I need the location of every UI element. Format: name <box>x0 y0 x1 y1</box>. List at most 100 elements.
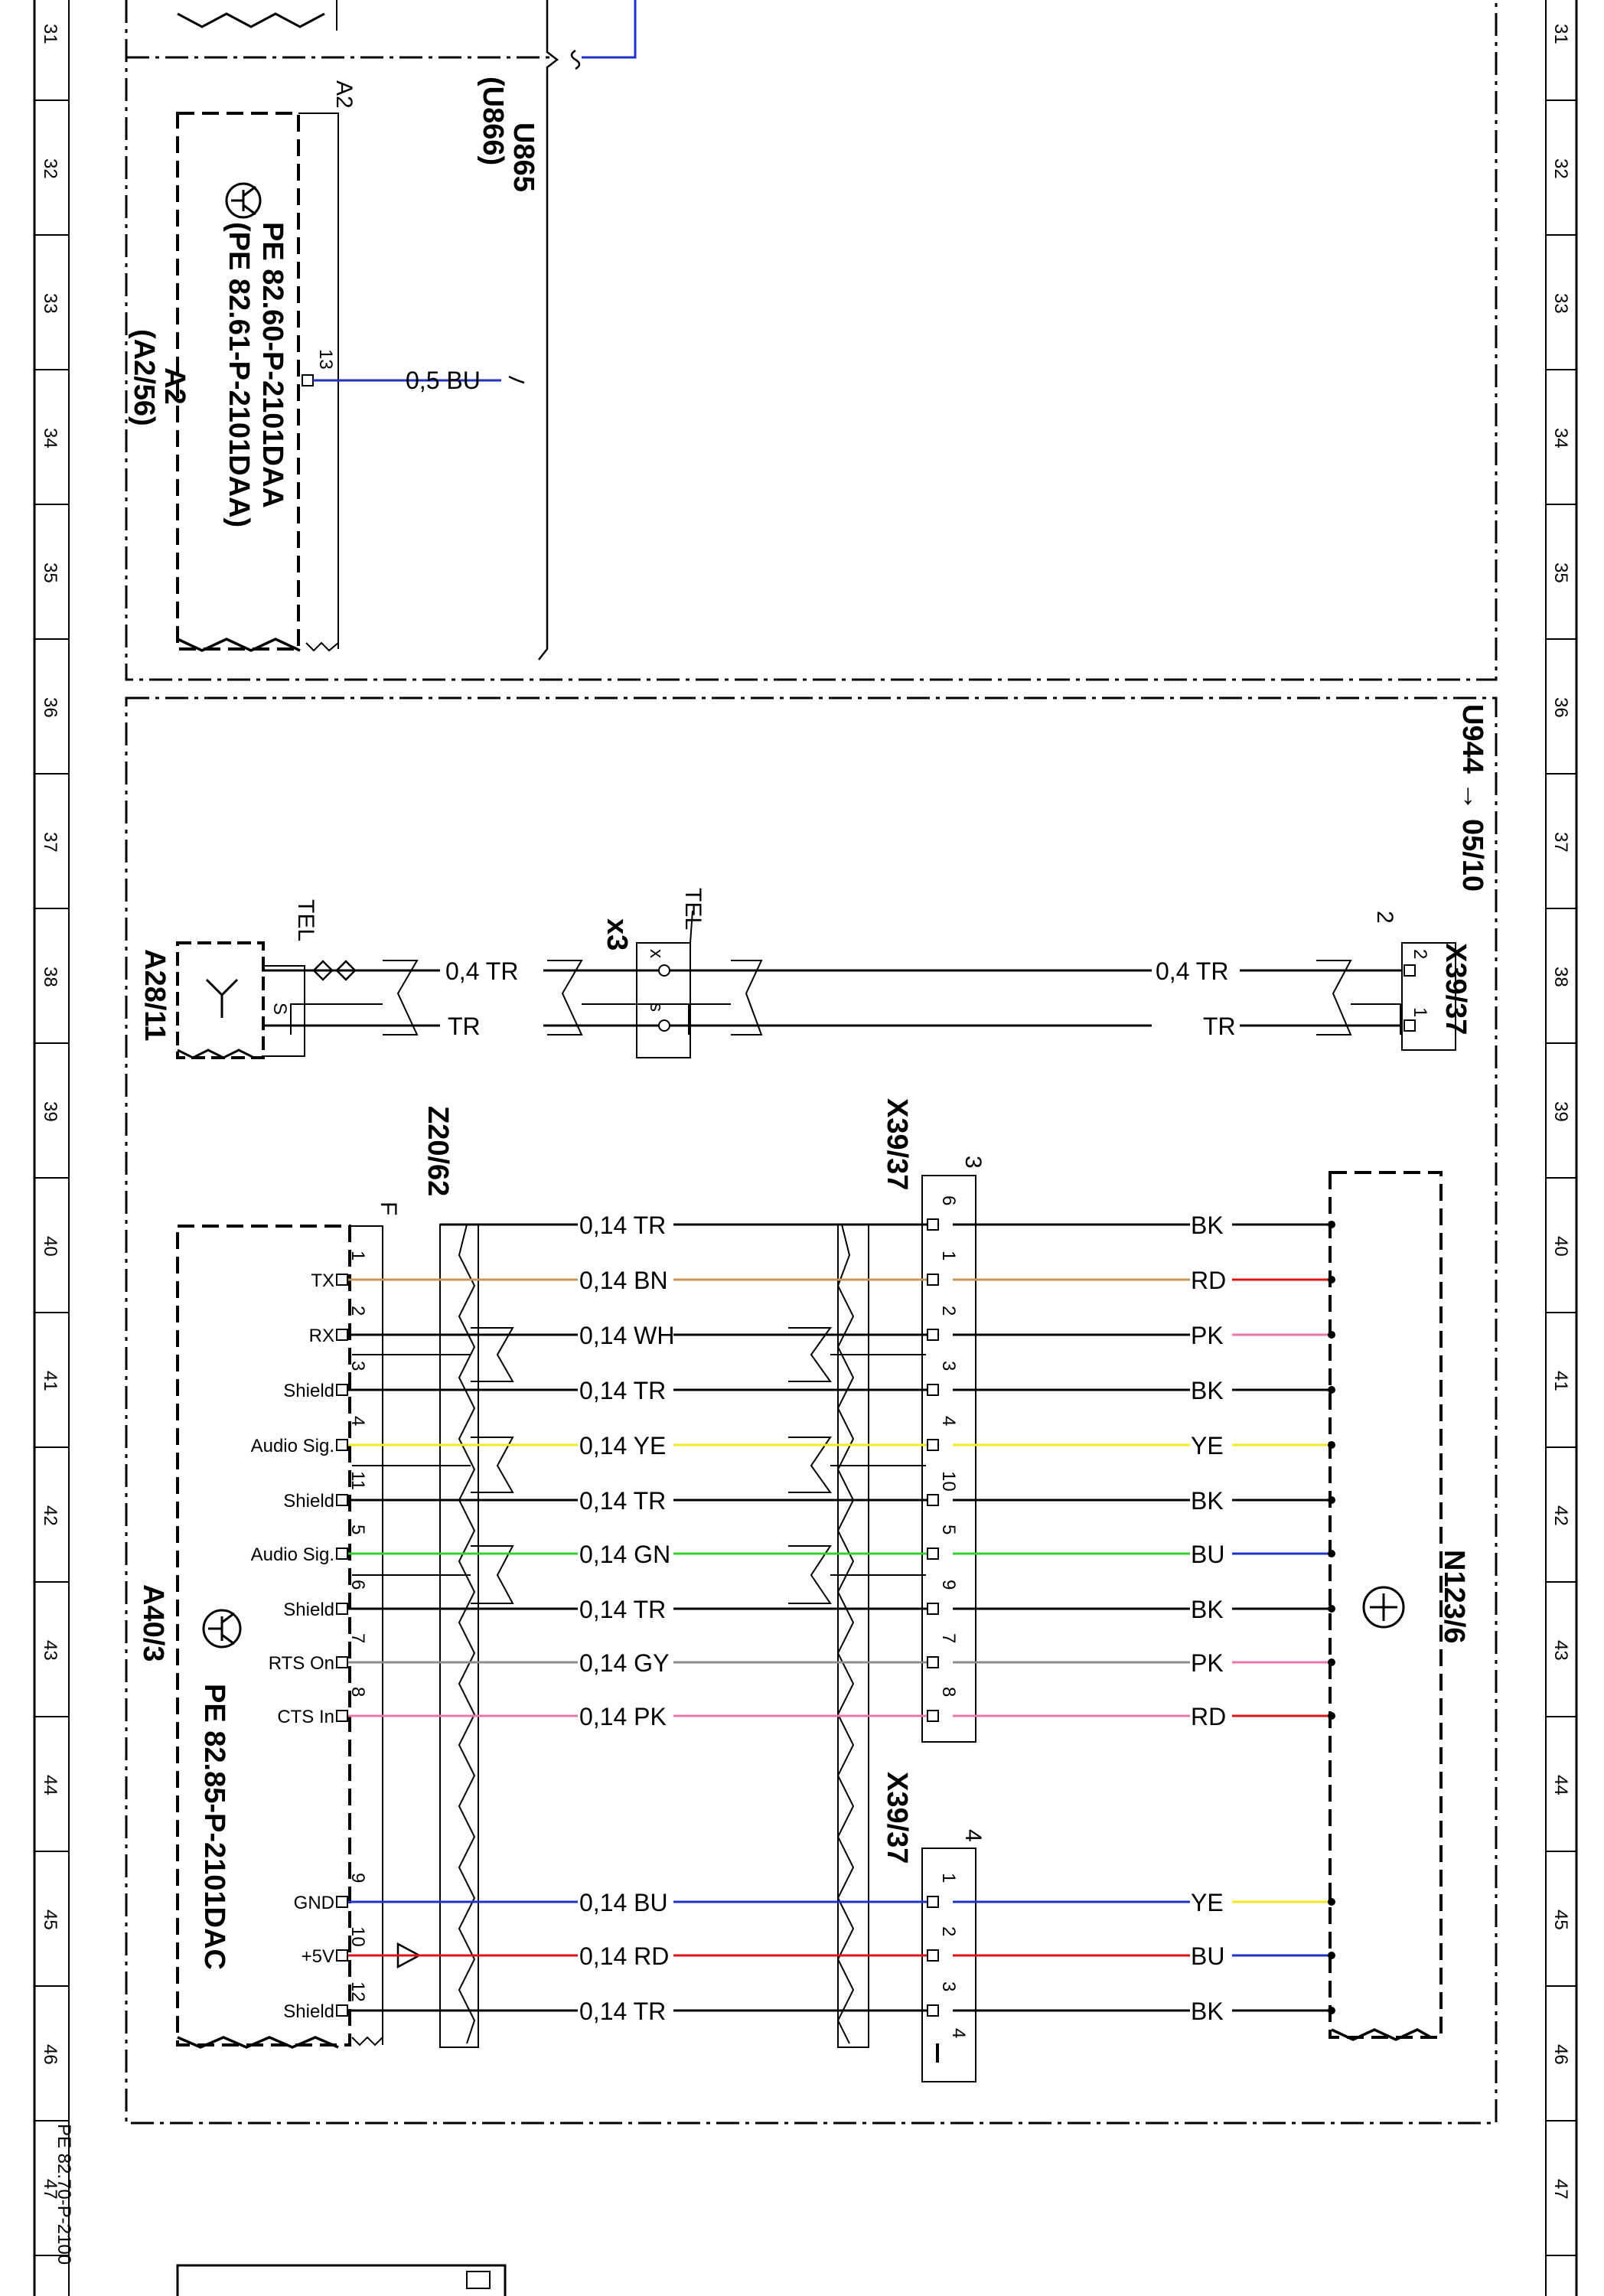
ruler-label-left: 35 <box>40 563 60 583</box>
wire-junction-dot <box>1328 1712 1335 1720</box>
z20-label: Z20/62 <box>422 1106 454 1196</box>
a2-wire-label: 0,5 BU <box>406 367 481 394</box>
ruler-label-right: 44 <box>1550 1775 1571 1795</box>
a40-pin-number: 8 <box>347 1687 368 1697</box>
x39-tel-label: X39/37 <box>1439 943 1472 1035</box>
wire-label-left: 0,14 TR <box>579 1487 666 1515</box>
x39-pin-terminal <box>927 1603 939 1615</box>
ruler-label-right: 45 <box>1550 1910 1571 1930</box>
ruler-label-left: 43 <box>40 1640 60 1661</box>
a40-signal-label: Shield <box>283 1600 334 1620</box>
x39-b-extra-pin: 4 <box>948 2028 969 2038</box>
x39-tel-ref: 2 <box>1372 911 1397 924</box>
a40-pin-terminal <box>336 2004 348 2017</box>
a40-pin-terminal <box>336 1710 348 1722</box>
x39-pin-terminal <box>927 1548 939 1560</box>
ruler-label-left: 38 <box>40 967 60 987</box>
x39-pin-terminal <box>927 1218 939 1231</box>
a2-label: A2 <box>158 367 191 405</box>
wire-junction-dot <box>1328 1550 1335 1557</box>
wire-label-left: 0,14 TR <box>579 1212 666 1239</box>
u865-label: U865 <box>507 122 540 192</box>
wire-label-right: BK <box>1191 1212 1224 1239</box>
x39-a-ref: 3 <box>960 1156 986 1169</box>
x39-pin-number: 9 <box>938 1580 959 1590</box>
ruler-label-right: 41 <box>1550 1371 1571 1391</box>
ruler-label-right: 46 <box>1550 2044 1571 2065</box>
n123-label: N123/6 <box>1438 1550 1470 1644</box>
a40-ref-pin: F <box>376 1202 401 1215</box>
a40-signal-label: GND <box>294 1893 334 1913</box>
ruler-label-left: 41 <box>40 1371 60 1391</box>
wire-label-left: 0,14 GN <box>579 1541 670 1568</box>
ruler-label-left: 46 <box>40 2044 60 2065</box>
x39-pin-number: 7 <box>938 1633 959 1643</box>
a40-pin-terminal <box>336 1896 348 1908</box>
a40-pin-number: 5 <box>347 1525 368 1534</box>
a40-signal-label: +5V <box>302 1946 334 1967</box>
a40-pin-number: 2 <box>347 1306 368 1316</box>
wire-label-right: RD <box>1191 1703 1226 1730</box>
wire-label-right: BK <box>1191 1596 1224 1623</box>
ruler-label-right: 32 <box>1550 158 1571 179</box>
a40-pin-number: 1 <box>347 1251 368 1261</box>
u866-label: (U866) <box>477 77 509 165</box>
wire-label-left: 0,14 RD <box>579 1942 669 1970</box>
wire-label-left: 0,14 TR <box>579 1377 666 1404</box>
a40-ref: PE 82.85-P-2101DAC <box>198 1684 230 1970</box>
tel-wire1-right: 0,4 TR <box>1156 957 1228 985</box>
a28-tel-label: TEL <box>293 899 318 941</box>
wire-label-right: BU <box>1191 1541 1224 1568</box>
a28-pin-s: S <box>269 1003 290 1015</box>
x39-pin-terminal <box>927 1439 939 1451</box>
a40-pin-number: 12 <box>347 1981 368 2002</box>
ruler-label-right: 39 <box>1550 1101 1571 1122</box>
x39-pin-number: 5 <box>938 1525 959 1534</box>
wire-junction-dot <box>1328 1605 1335 1613</box>
ruler-label-right: 42 <box>1550 1505 1571 1526</box>
x39-tel-pin-1: 1 <box>1410 1007 1430 1017</box>
wire-label-left: 0,14 TR <box>579 1998 666 2025</box>
a40-pin-number: 6 <box>347 1580 368 1590</box>
wire-junction-dot <box>1328 1441 1335 1449</box>
a40-pin-terminal <box>336 1656 348 1668</box>
x39-pin-number: 3 <box>938 1981 959 1991</box>
tel-wire2-left: TR <box>448 1013 481 1040</box>
a40-signal-label: CTS In <box>277 1707 334 1727</box>
a40-pin-number: 10 <box>347 1926 368 1947</box>
wire-junction-dot <box>1328 1276 1335 1283</box>
ruler-label-right: 33 <box>1550 293 1571 314</box>
ruler-label-right: 35 <box>1550 563 1571 583</box>
x3-pin-s: s <box>646 1003 667 1012</box>
x3-tel-label: TEL <box>680 888 706 930</box>
x39-tel-pin-2: 2 <box>1410 949 1430 959</box>
ruler-label-left: 36 <box>40 697 60 718</box>
doc-ref: PE 82.70-P-2100 <box>54 2124 74 2265</box>
a40-pin-terminal <box>336 1494 348 1506</box>
x39-pin-number: 1 <box>938 1251 959 1261</box>
x39-pin-number: 4 <box>938 1416 959 1426</box>
a40-signal-label: Audio Sig. <box>251 1544 334 1565</box>
a40-pin-terminal <box>336 1548 348 1560</box>
wire-junction-dot <box>1328 1952 1335 1959</box>
wire-junction-dot <box>1328 1386 1335 1394</box>
wire-junction-dot <box>1328 1221 1335 1228</box>
wire-label-left: 0,14 WH <box>579 1322 674 1349</box>
wire-label-left: 0,14 YE <box>579 1432 666 1459</box>
a2-label-alt: (A2/56) <box>128 329 160 426</box>
a40-signal-label: RTS On <box>269 1653 334 1674</box>
wire-label-right: BK <box>1191 1487 1224 1515</box>
ruler-label-right: 36 <box>1550 697 1571 718</box>
wire-label-right: RD <box>1191 1267 1226 1294</box>
x39-pin-number: 1 <box>938 1873 959 1883</box>
x39-pin-terminal <box>927 1896 939 1908</box>
a40-pin-terminal <box>336 1603 348 1615</box>
a40-pin-terminal <box>336 1949 348 1962</box>
a40-signal-label: Audio Sig. <box>251 1436 334 1456</box>
ruler-label-left: 34 <box>40 428 60 448</box>
wire-junction-dot <box>1328 1496 1335 1504</box>
a40-signal-label: Shield <box>283 1381 334 1401</box>
a40-signal-label: TX <box>311 1270 334 1291</box>
x39-pin-terminal <box>927 1656 939 1668</box>
